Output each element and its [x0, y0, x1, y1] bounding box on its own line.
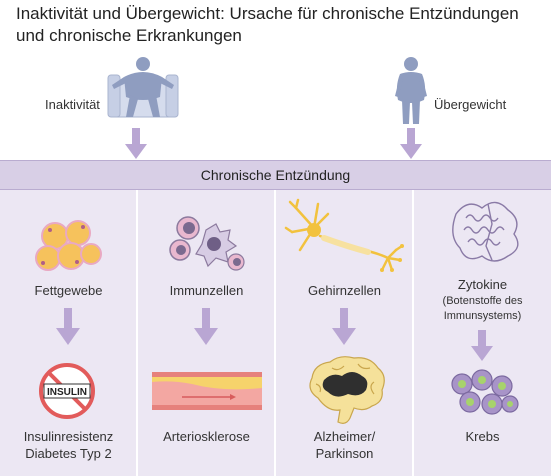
column-divider — [412, 190, 414, 476]
column-brain-cells: Gehirnzellen Alzheimer/ Parkinson — [276, 190, 413, 476]
tissue-note: (Botenstoffe des Immunsystems) — [414, 294, 551, 324]
disease-label: Krebs — [465, 429, 500, 444]
diagram-title: Inaktivität und Übergewicht: Ursache für… — [16, 3, 546, 47]
neuron-icon — [284, 198, 404, 272]
overweight-person-icon — [395, 57, 427, 124]
inactive-person-icon — [107, 57, 179, 118]
column-cytokines: Zytokine (Botenstoffe des Immunsystems) — [414, 190, 551, 476]
tissue-note-line-2: Immunsystems) — [443, 310, 522, 322]
column-immune-cells: Immunzellen Arteriosklerose — [138, 190, 275, 476]
disease-line-2: Diabetes Typ 2 — [25, 446, 112, 461]
protein-structure-icon — [452, 201, 519, 262]
insulin-badge-text: INSULIN — [47, 387, 87, 398]
column-fat-tissue: Fettgewebe INSULIN Insulinresistenz Diab… — [0, 190, 137, 476]
tissue-label: Fettgewebe — [34, 283, 103, 298]
disease-label: Insulinresistenz Diabetes Typ 2 — [0, 428, 137, 462]
column-divider — [136, 190, 138, 476]
down-arrow-icon — [56, 308, 80, 345]
tissue-label: Immunzellen — [169, 283, 244, 298]
down-arrow-icon — [332, 308, 356, 345]
disease-line-2: Parkinson — [315, 446, 374, 461]
disease-label: Arteriosklerose — [163, 429, 250, 444]
disease-label: Alzheimer/ Parkinson — [276, 428, 413, 462]
down-arrow-icon — [194, 308, 218, 345]
brain-icon — [309, 356, 385, 424]
title-line-1: Inaktivität und Übergewicht: Ursache für… — [16, 4, 519, 23]
cancer-cells-icon — [451, 369, 519, 415]
disease-line-1: Insulinresistenz — [23, 429, 114, 444]
down-arrow-icon — [471, 330, 493, 361]
artery-plaque-icon — [152, 372, 262, 410]
down-arrow-icon — [125, 128, 147, 159]
band-label: Chronische Entzündung — [200, 167, 351, 183]
consequence-panel: Fettgewebe INSULIN Insulinresistenz Diab… — [0, 190, 551, 476]
title-line-2: und chronische Erkrankungen — [16, 26, 242, 45]
down-arrow-icon — [400, 128, 422, 159]
chronic-inflammation-band: Chronische Entzündung — [0, 160, 551, 190]
no-insulin-icon: INSULIN — [39, 363, 95, 419]
disease-line-1: Alzheimer/ — [313, 429, 376, 444]
immune-cells-icon — [169, 216, 245, 271]
tissue-note-line-1: (Botenstoffe des — [442, 295, 523, 307]
tissue-label: Gehirnzellen — [308, 283, 381, 298]
tissue-label: Zytokine — [457, 277, 508, 292]
risk-factor-area — [0, 52, 551, 157]
column-divider — [274, 190, 276, 476]
overweight-label: Übergewicht — [434, 97, 507, 112]
fat-cells-icon — [35, 220, 102, 271]
inactivity-label: Inaktivität — [45, 97, 100, 112]
